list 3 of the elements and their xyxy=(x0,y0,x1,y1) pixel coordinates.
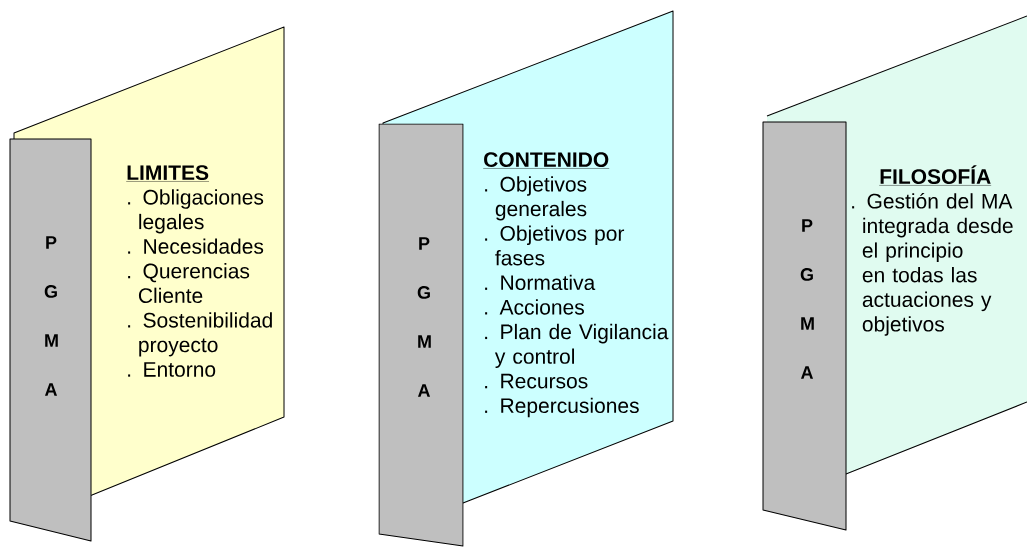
spine-panel: P G M A xyxy=(378,123,464,547)
spine-panel: P G M A xyxy=(762,121,847,531)
spine-panel: P G M A xyxy=(9,138,92,542)
